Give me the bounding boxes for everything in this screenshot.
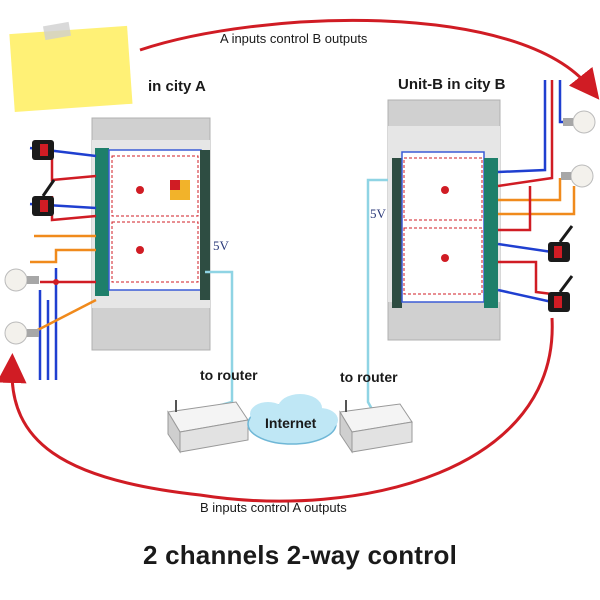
light-bulb-icon <box>4 321 39 345</box>
light-bulb-icon <box>563 110 596 134</box>
router-icon <box>339 400 413 454</box>
router-a-label: to router <box>200 367 258 383</box>
internet-label: Internet <box>265 415 317 431</box>
cloud-icon <box>247 394 338 445</box>
unit-a-label: in city A <box>148 78 206 95</box>
wiring-a <box>25 146 97 380</box>
router-icon <box>167 400 249 454</box>
router-b-label: to router <box>340 369 398 385</box>
toggle-switch-icon <box>32 140 54 160</box>
relay-board-icon <box>387 99 501 341</box>
top-flow-label: A inputs control B outputs <box>220 31 368 46</box>
toggle-switch-icon <box>32 179 56 216</box>
sticky-note-icon <box>9 21 133 112</box>
unit-b-label: Unit-B in city B <box>398 76 506 93</box>
relay-board-icon <box>91 117 211 351</box>
power-a-label: 5V <box>213 238 229 253</box>
power-b-label: 5V <box>370 206 386 221</box>
light-bulb-icon <box>561 164 594 188</box>
bottom-flow-label: B inputs control A outputs <box>200 500 347 515</box>
top-flow-arrow <box>139 18 600 100</box>
wiring-b <box>497 80 576 304</box>
diagram-title: 2 channels 2-way control <box>142 540 457 570</box>
bottom-flow-arrow <box>0 317 554 503</box>
toggle-switch-icon <box>548 275 574 312</box>
light-bulb-icon <box>4 268 39 292</box>
toggle-switch-icon <box>548 225 574 262</box>
